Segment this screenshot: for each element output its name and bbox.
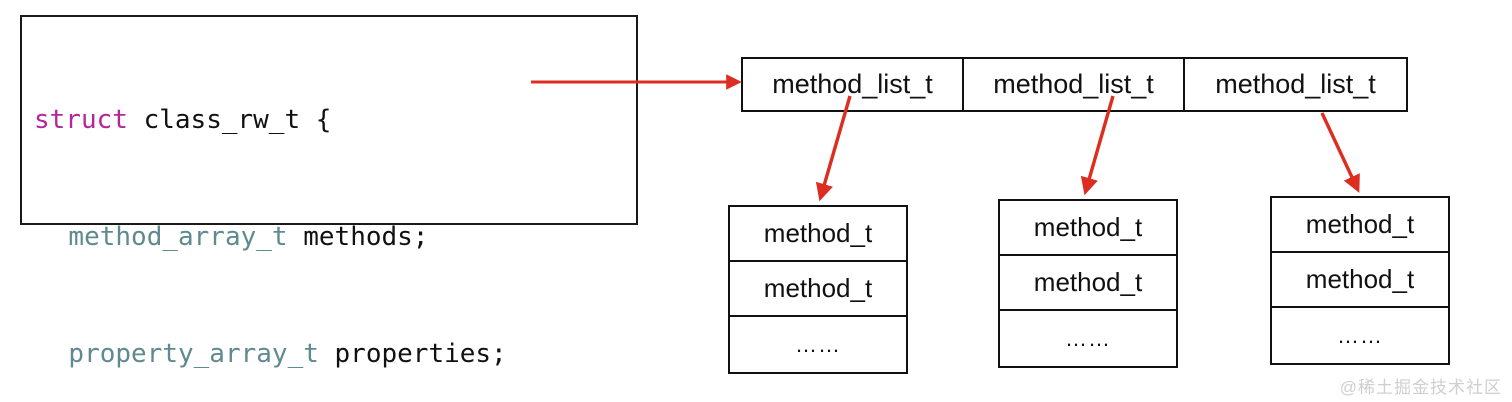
method-cell: method_t: [1272, 198, 1448, 253]
method-list-cell-0: method_list_t: [743, 59, 964, 110]
method-cell-ellipsis: ……: [795, 331, 841, 357]
code-lines: struct class_rw_t { method_array_t metho…: [34, 23, 507, 402]
code-type-method-array-t: method_array_t: [68, 222, 288, 252]
method-cell: method_t: [730, 262, 906, 317]
method-list-cell-2: method_list_t: [1185, 59, 1406, 110]
arrow-list2-to-col2: [1320, 112, 1360, 193]
code-type-property-array-t: property_array_t: [68, 339, 319, 369]
code-text: class_rw_t {: [127, 105, 332, 135]
watermark: @稀土掘金技术社区: [1339, 378, 1502, 397]
code-line-0: struct class_rw_t {: [34, 101, 507, 140]
code-text: methods;: [287, 222, 429, 252]
code-text: properties;: [318, 339, 507, 369]
code-keyword: struct: [34, 105, 128, 135]
method-cell: method_t: [1000, 256, 1176, 311]
method-column-0: method_t method_t ……: [728, 205, 908, 374]
code-block: struct class_rw_t { method_array_t metho…: [20, 15, 638, 369]
method-column-1: method_t method_t ……: [998, 199, 1178, 368]
method-cell: method_t: [730, 207, 906, 262]
method-list-array: method_list_t method_list_t method_list_…: [741, 57, 1408, 112]
method-cell-ellipsis: ……: [1065, 325, 1111, 351]
code-line-1: method_array_t methods;: [34, 218, 507, 257]
code-line-2: property_array_t properties;: [34, 335, 507, 374]
method-cell: method_t: [1272, 253, 1448, 308]
method-list-cell-1: method_list_t: [964, 59, 1185, 110]
method-cell-ellipsis: ……: [1337, 322, 1383, 348]
method-column-2: method_t method_t ……: [1270, 196, 1450, 365]
method-cell: method_t: [1000, 201, 1176, 256]
